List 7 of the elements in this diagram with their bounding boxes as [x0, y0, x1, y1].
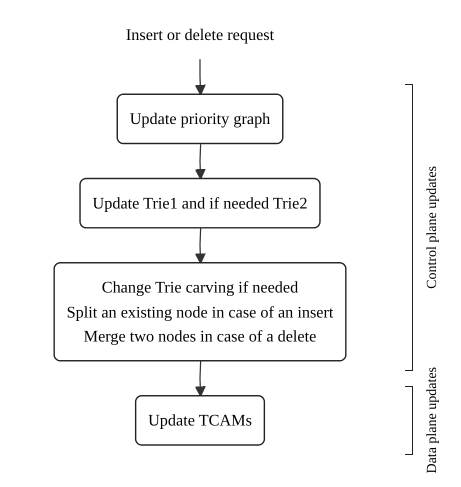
arrow: [194, 361, 206, 397]
arrow: [194, 144, 206, 180]
arrow: [194, 228, 206, 264]
bracket-label: Data plane updates: [425, 367, 441, 474]
arrow: [194, 59, 206, 96]
node-text: Insert or delete request: [126, 24, 274, 44]
bracket-label: Control plane updates: [425, 166, 441, 289]
